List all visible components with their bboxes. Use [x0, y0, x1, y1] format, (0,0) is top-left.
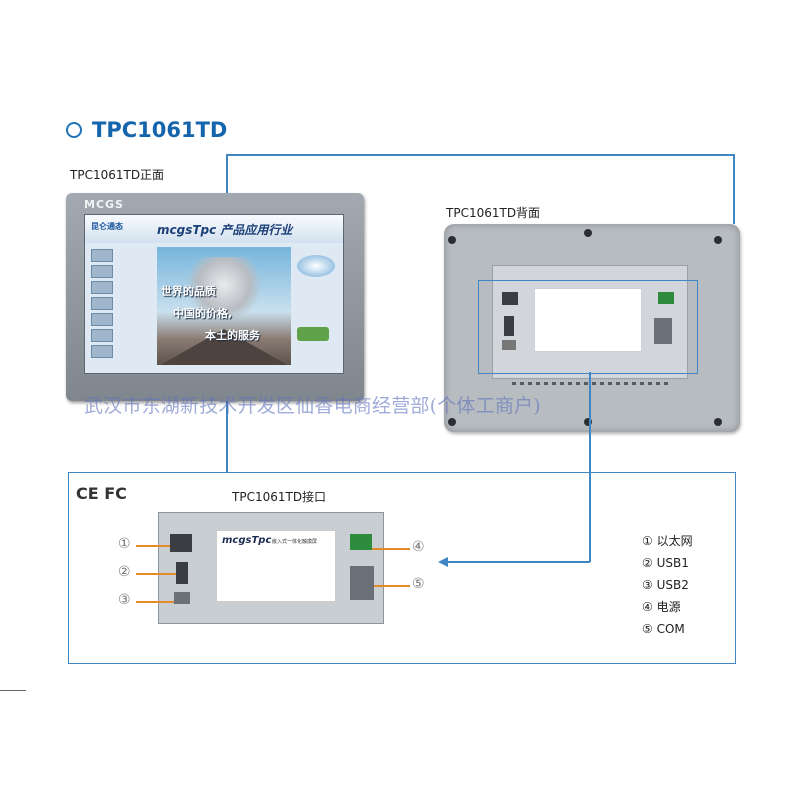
screw-icon [584, 229, 592, 237]
front-label: TPC1061TD正面 [70, 168, 165, 182]
screen-menu-item [91, 264, 153, 278]
connector-line [136, 601, 174, 603]
connector-line [136, 545, 170, 547]
connector-line [372, 548, 410, 550]
frame-line-arrow [446, 561, 590, 563]
slogan-line-1: 世界的品质 [161, 285, 216, 298]
arrow-left-icon [438, 557, 448, 567]
sticker-brand: mcgsTpc [222, 535, 272, 546]
screen-menu-item [91, 296, 153, 310]
screen-menu-item [91, 344, 153, 358]
circle-bullet-icon [66, 122, 82, 138]
interface-label-sticker [216, 530, 336, 602]
page-title: TPC1061TD [92, 118, 228, 142]
frame-line-back-down [589, 372, 591, 562]
usb-port-icon [502, 340, 516, 350]
ethernet-port-icon [502, 292, 518, 305]
screen-menu-item [91, 248, 153, 262]
sticker-subtitle: 嵌入式一体化触摸屏 [272, 539, 318, 545]
legend-item: ① 以太网 [642, 534, 693, 548]
callout-4: ④ [412, 539, 425, 555]
screen-menu-item [91, 328, 153, 342]
section-header: TPC1061TD [66, 118, 227, 142]
screen-header [85, 215, 343, 243]
certification-marks: CE FC [76, 484, 127, 503]
screen-menu [91, 248, 153, 361]
power-connector-icon [658, 292, 674, 304]
usb-port-icon [504, 316, 514, 336]
screen-menu-item [91, 312, 153, 326]
callout-3: ③ [118, 592, 131, 608]
interface-label: TPC1061TD接口 [232, 490, 327, 504]
back-highlight-box [478, 280, 698, 374]
mountain-shape [157, 329, 291, 365]
globe-badge-icon [297, 255, 335, 277]
front-screen: 昆仑通态 mcgsTpc 产品应用行业 世界的品质 中国的价格, 本土的服务 [84, 214, 344, 374]
callout-2: ② [118, 564, 131, 580]
page-edge-line [0, 690, 26, 691]
interface-frame [68, 472, 736, 664]
front-brand-label: MCGS [84, 198, 124, 211]
callout-5: ⑤ [412, 576, 425, 592]
slogan-line-3: 本土的服务 [205, 329, 260, 342]
com-port-icon [654, 318, 672, 344]
screw-icon [584, 418, 592, 426]
green-badge-icon [297, 327, 329, 341]
watermark-text: 武汉市东湖新技术开发区仙香电商经营部(个体工商户) [84, 395, 541, 417]
volcano-photo: 世界的品质 中国的价格, 本土的服务 [157, 247, 291, 365]
screw-icon [448, 236, 456, 244]
screw-icon [714, 418, 722, 426]
ethernet-port-icon [170, 534, 192, 552]
frame-line-front-top [226, 154, 228, 194]
port-legend: ① 以太网 ② USB1 ③ USB2 ④ 电源 ⑤ COM [642, 530, 693, 640]
com-port-icon [350, 566, 374, 600]
connector-line [374, 585, 410, 587]
vent-slots [512, 382, 672, 385]
power-connector-icon [350, 534, 372, 550]
screen-brand: mcgsTpc 产品应用行业 [157, 223, 293, 237]
usb2-port-icon [174, 592, 190, 604]
back-label-sticker [534, 288, 642, 352]
slogan-line-2: 中国的价格, [173, 307, 233, 320]
legend-item: ⑤ COM [642, 622, 685, 636]
usb1-port-icon [176, 562, 188, 584]
screen-menu-item [91, 280, 153, 294]
frame-line-top [226, 154, 734, 156]
frame-line-front-bottom [226, 401, 228, 473]
screw-icon [448, 418, 456, 426]
legend-item: ② USB1 [642, 556, 689, 570]
callout-1: ① [118, 536, 131, 552]
back-label: TPC1061TD背面 [446, 206, 541, 220]
legend-item: ④ 电源 [642, 600, 681, 614]
screw-icon [714, 236, 722, 244]
smoke-cloud [185, 257, 263, 319]
connector-line [136, 573, 176, 575]
screen-logo: 昆仑通态 [91, 222, 123, 231]
legend-item: ③ USB2 [642, 578, 689, 592]
frame-line-right [733, 154, 735, 224]
